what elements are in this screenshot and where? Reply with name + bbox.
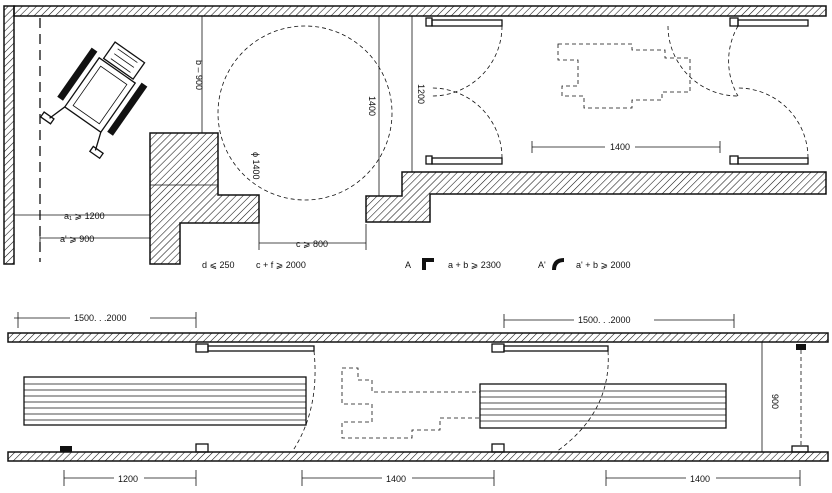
width-900-label: 900	[770, 394, 780, 409]
lower-bottom-wall	[7, 451, 829, 462]
bottom-1400-right-label: 1400	[690, 474, 710, 484]
room-1400-label: 1400	[610, 142, 630, 152]
left-span-label: 1500. . .2000	[74, 313, 127, 323]
lower-top-wall	[7, 332, 829, 343]
a1-dimension-label: a₁ ⩾ 1200	[64, 211, 105, 221]
upper-l-wall	[149, 132, 260, 265]
case-a-corner-icon	[422, 258, 434, 270]
wheelchair-icon	[39, 41, 148, 160]
d-note: d ⩽ 250	[202, 260, 235, 270]
turning-circle	[217, 25, 393, 201]
lower-left-fixture	[60, 446, 72, 452]
upper-door-left	[425, 17, 503, 165]
c-dimension-label: c ⩾ 800	[296, 239, 328, 249]
case-a-prime-rule: a' + b ⩾ 2000	[576, 260, 631, 270]
upper-plan: ϕ 1400 b – 900 1400 1200 a₁ ⩾ 1200 a' ⩾ …	[3, 5, 827, 270]
upper-left-wall	[3, 5, 15, 265]
lower-plan: 1500. . .2000 1500. . .2000	[7, 311, 829, 486]
lower-door-right	[491, 343, 609, 453]
circle-diameter-label: ϕ 1400	[251, 152, 261, 180]
bottom-1400-mid-label: 1400	[386, 474, 406, 484]
upper-door-right	[667, 17, 809, 165]
case-a-prime-letter: A'	[538, 260, 546, 270]
cf-note: c + f ⩾ 2000	[256, 260, 306, 270]
upper-top-wall	[13, 5, 827, 17]
upper-dashed-outline	[557, 43, 691, 109]
lower-dashed-outline	[341, 367, 481, 439]
vertical-1400-label: 1400	[367, 96, 377, 116]
right-span-label: 1500. . .2000	[578, 315, 631, 325]
left-bench	[23, 376, 307, 426]
vertical-1200-label: 1200	[416, 84, 426, 104]
case-a-rule: a + b ⩾ 2300	[448, 260, 501, 270]
right-bench	[479, 383, 727, 429]
bottom-1200-label: 1200	[118, 474, 138, 484]
lower-door-far-right	[791, 344, 809, 453]
upper-right-wall	[365, 171, 827, 223]
case-a-letter: A	[405, 260, 411, 270]
lower-door-left	[195, 343, 316, 453]
case-a-prime-curve-icon	[552, 258, 564, 270]
a-prime-dimension-label: a' ⩾ 900	[60, 234, 94, 244]
b-dimension-label: b – 900	[194, 60, 204, 90]
